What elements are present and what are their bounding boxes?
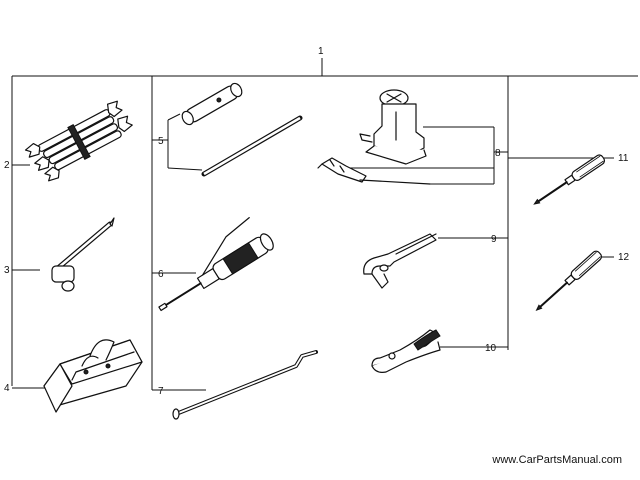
screwdriver-icon xyxy=(533,154,606,205)
callout-7: 7 xyxy=(158,386,164,397)
pliers-icon xyxy=(371,329,441,373)
callout-3: 3 xyxy=(4,265,10,276)
double-ended-spanner-set-icon xyxy=(24,100,133,182)
box-spanner-and-tommy-bar-icon xyxy=(181,82,303,177)
grease-gun-icon xyxy=(158,217,274,312)
screwdriver-icon xyxy=(535,250,603,312)
jack-icon xyxy=(317,89,431,185)
callout-6: 6 xyxy=(158,269,164,280)
callout-8: 8 xyxy=(495,148,501,159)
callout-4: 4 xyxy=(4,383,10,394)
callout-11: 11 xyxy=(618,153,629,164)
callout-10: 10 xyxy=(485,343,497,354)
callout-2: 2 xyxy=(4,160,10,171)
plug-wrench-icon xyxy=(51,217,115,292)
adjustable-wrench-icon xyxy=(363,233,437,289)
callout-1: 1 xyxy=(318,46,324,57)
callout-5: 5 xyxy=(158,136,164,147)
callout-9: 9 xyxy=(491,234,497,245)
bracket-lines xyxy=(11,58,638,390)
tool-bag-icon xyxy=(43,339,143,413)
watermark-url: www.CarPartsManual.com xyxy=(492,454,622,466)
jack-handle-icon xyxy=(172,350,318,420)
callout-12: 12 xyxy=(618,252,630,263)
